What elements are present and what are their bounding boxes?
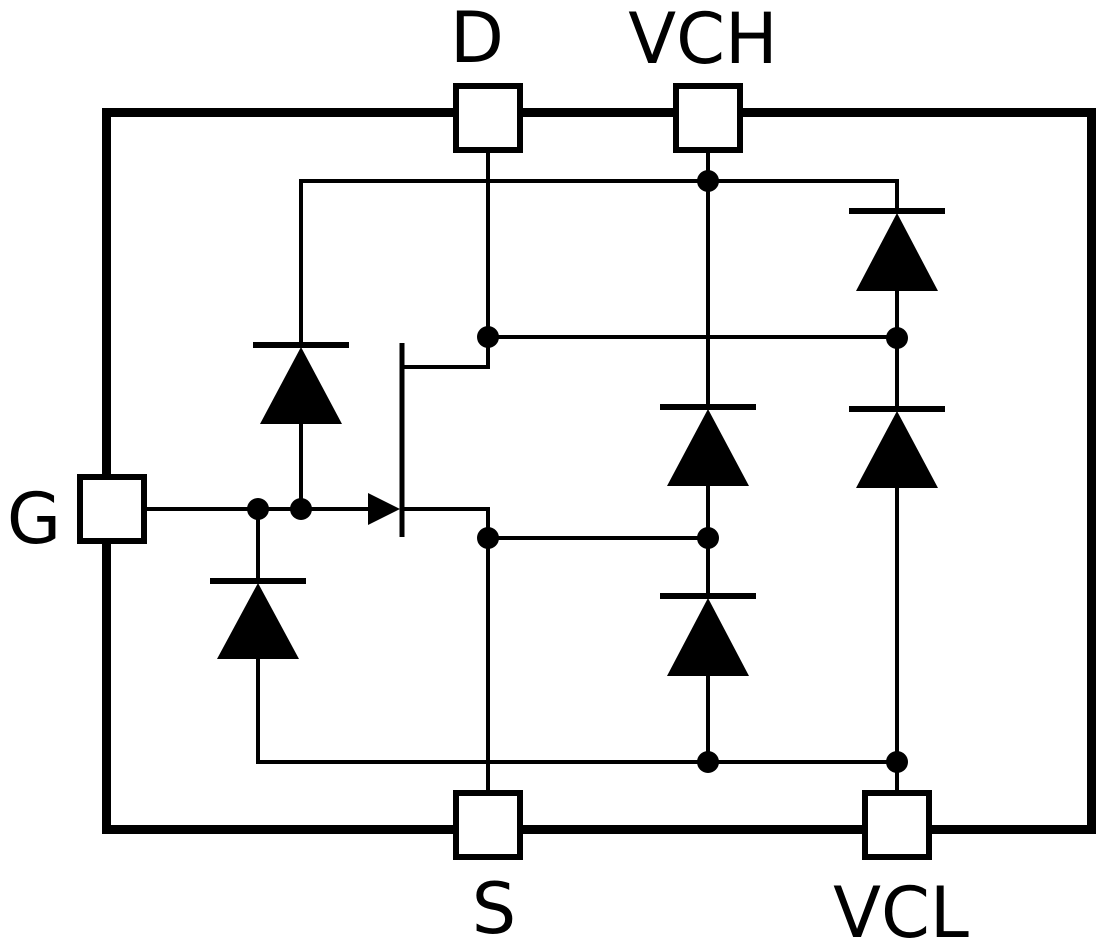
component-boundary-box	[102, 108, 1096, 834]
diode-gate-lower	[210, 578, 306, 659]
diode-source-lower	[660, 593, 756, 676]
pin-labels: D VCH G S VCL	[7, 0, 969, 948]
wire-vch-rail	[299, 179, 899, 345]
pin-pad-g	[77, 474, 147, 544]
pin-label-g: G	[7, 478, 61, 560]
pin-label-vch: VCH	[628, 0, 777, 80]
diode-gate-upper	[253, 342, 349, 424]
junction-dots	[247, 170, 908, 773]
junction-dot	[290, 498, 312, 520]
diode-drain-upper	[849, 208, 945, 291]
diode-triangle	[217, 583, 299, 659]
junction-dot	[886, 327, 908, 349]
pin-pad-d	[453, 83, 523, 153]
pin-label-vcl: VCL	[833, 872, 969, 948]
pin-label-s: S	[472, 868, 516, 948]
junction-dot	[477, 527, 499, 549]
diode-drain-lower	[849, 406, 945, 488]
pin-pad-vch	[673, 83, 743, 153]
diode-triangle	[667, 409, 749, 486]
wire-drain-column	[402, 150, 490, 369]
pin-pad-vcl	[862, 790, 932, 860]
pin-pads	[77, 83, 932, 860]
junction-dot	[247, 498, 269, 520]
pin-label-d: D	[450, 0, 504, 79]
diode-source-upper	[660, 404, 756, 486]
gate-arrow-icon	[368, 493, 400, 525]
diode-triangle	[856, 411, 938, 488]
pin-pad-s	[453, 790, 523, 860]
junction-dot	[697, 751, 719, 773]
transistor	[368, 343, 405, 537]
diode-triangle	[260, 347, 342, 424]
diode-triangle	[667, 598, 749, 676]
wires	[144, 150, 899, 793]
diode-triangle	[856, 213, 938, 291]
junction-dot	[477, 326, 499, 348]
junction-dot	[697, 170, 719, 192]
junction-dot	[697, 527, 719, 549]
wire-source-column	[402, 507, 490, 793]
wire-vcl-rail	[256, 659, 897, 764]
junction-dot	[886, 751, 908, 773]
